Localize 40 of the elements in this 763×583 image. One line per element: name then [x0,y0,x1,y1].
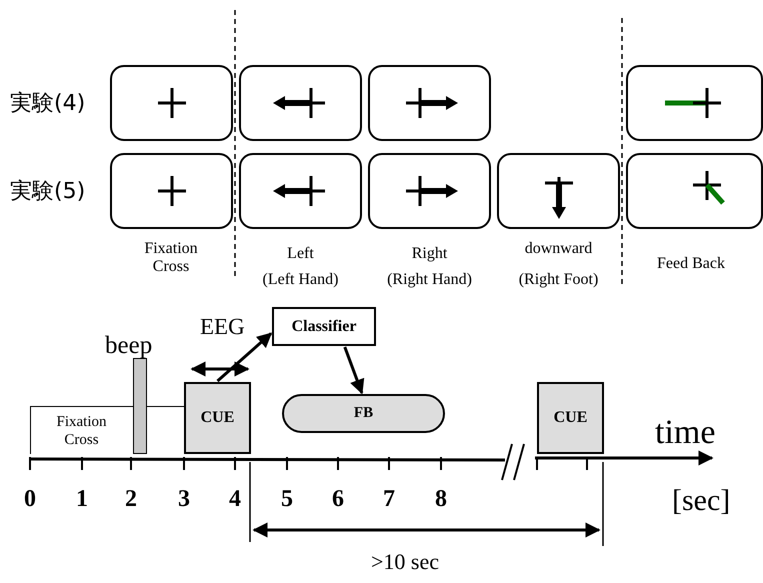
cue-box: CUE [184,382,251,454]
beep-bar [133,358,147,454]
screen-panel [110,153,233,229]
column-caption: Fixation Cross [143,240,199,276]
arrow [343,346,364,394]
column-caption: (Right Foot) [518,271,600,289]
column-caption: (Right Hand) [386,271,473,289]
signal-label: beep [105,332,152,360]
column-caption: Left [286,245,315,263]
screen-panel [368,65,491,141]
classifier-box: Classifier [272,307,376,346]
column-caption: (Left Hand) [262,271,340,289]
column-caption: downward [524,240,594,258]
screen-panel [626,153,763,229]
screen-panel [110,65,233,141]
tick-label: 6 [331,486,345,512]
tick-label: 0 [23,486,37,512]
column-caption: Feed Back [656,255,726,273]
tick-label: 4 [228,486,242,512]
screen-panel [239,65,362,141]
screen-panel [239,153,362,229]
screen-panel [497,153,620,229]
tick-label: 3 [177,486,191,512]
screen-panel [626,65,763,141]
tick-label: 5 [280,486,294,512]
tick-label: 1 [75,486,89,512]
screen-panel [368,153,491,229]
unit-label: [sec] [672,484,730,517]
duration-label: >10 sec [370,550,440,574]
axis-label: time [655,414,716,452]
column-caption: Right [410,245,448,263]
feedback-box: FB [282,394,445,433]
signal-label: EEG [200,314,245,340]
cue-box: CUE [537,382,604,454]
arrow [216,332,272,382]
row-label: 実験(4) [10,92,86,116]
row-label: 実験(5) [10,180,86,204]
tick-label: 7 [382,486,396,512]
tick-label: 2 [124,486,138,512]
tick-label: 8 [434,486,448,512]
